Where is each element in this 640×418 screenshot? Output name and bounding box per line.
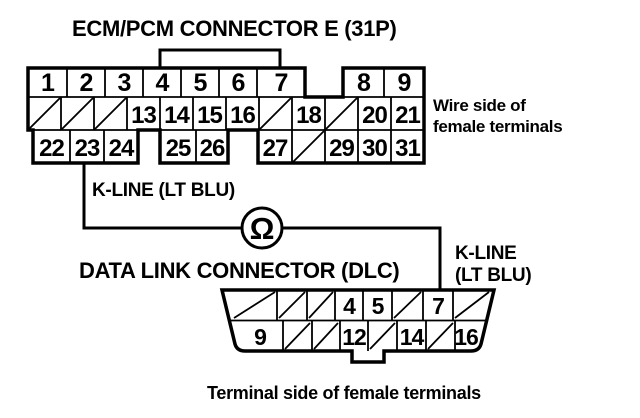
ecm-side-note: Wire side of female terminals [433,96,563,136]
dlc-empty-pin-slashes [233,291,490,350]
kline-right-label-line1: K-LINE [455,243,517,264]
dlc-pin-5: 5 [372,293,385,319]
kline-wire-left [82,163,242,230]
ecm-connector-title: ECM/PCM CONNECTOR E (31P) [72,16,397,41]
ohmmeter-circle [240,206,284,250]
dlc-pin-9: 9 [254,324,266,350]
dlc-pin-14: 14 [400,324,425,350]
ecm-side-note-line1: Wire side of [433,96,526,115]
ecm-pin-18: 18 [296,102,321,129]
kline-right-label: K-LINE (LT BLU) [455,243,532,286]
dlc-side-note: Terminal side of female terminals [207,383,481,403]
ecm-pin-27: 27 [263,135,288,162]
ecm-pin-29: 29 [329,135,354,162]
ecm-pin-26: 26 [200,135,225,162]
kline-wire-right [282,226,442,290]
test-circuit: K-LINE (LT BLU) Ω K-LINE (LT BLU) [82,163,532,290]
ecm-pin-7: 7 [275,69,288,97]
ecm-pin-24: 24 [109,135,135,162]
ecm-pin-20: 20 [362,102,387,129]
ecm-pin-2: 2 [80,69,93,97]
ecm-pin-30: 30 [362,135,387,162]
ecm-empty-pin-slashes [28,97,358,163]
ecm-pin-grid [28,68,424,163]
ecm-top-tab [158,48,282,68]
dlc-pin-7: 7 [432,293,444,319]
ecm-pin-3: 3 [118,69,131,97]
dlc-connector-title: DATA LINK CONNECTOR (DLC) [79,258,399,283]
kline-wire-label: K-LINE (LT BLU) [92,180,235,201]
dlc-pin-4: 4 [343,293,356,319]
dlc-connector: DATA LINK CONNECTOR (DLC) 4 5 7 9 12 14 … [79,258,497,403]
dlc-pin-labels: 4 5 7 9 12 14 16 [254,293,479,350]
ecm-pin-4: 4 [156,69,170,97]
ecm-pin-31: 31 [395,135,420,162]
ecm-pin-9: 9 [398,69,411,97]
ecm-pin-1: 1 [41,69,55,97]
ecm-pin-15: 15 [197,102,222,129]
ecm-pin-6: 6 [232,69,245,97]
ecm-pin-22: 22 [39,135,64,162]
ohmmeter: Ω [240,206,284,250]
ecm-connector: ECM/PCM CONNECTOR E (31P) 1 2 3 4 5 6 7 … [26,16,563,165]
ecm-pin-5: 5 [194,69,208,97]
ecm-pin-labels: 1 2 3 4 5 6 7 8 9 13 14 15 16 18 20 21 2… [39,69,421,162]
ohmmeter-symbol: Ω [250,211,275,246]
ecm-pin-14: 14 [164,102,190,129]
ecm-pin-23: 23 [75,135,100,162]
ecm-pin-8: 8 [357,69,371,97]
ecm-pin-21: 21 [395,102,420,129]
dlc-pin-16: 16 [454,324,478,350]
dlc-pin-grid [229,290,487,351]
ecm-side-note-line2: female terminals [433,117,562,136]
dlc-pin-12: 12 [342,324,366,350]
kline-right-label-line2: (LT BLU) [455,265,531,286]
ecm-pin-16: 16 [230,102,255,129]
ecm-pin-13: 13 [131,102,156,129]
ecm-pin-25: 25 [166,135,191,162]
